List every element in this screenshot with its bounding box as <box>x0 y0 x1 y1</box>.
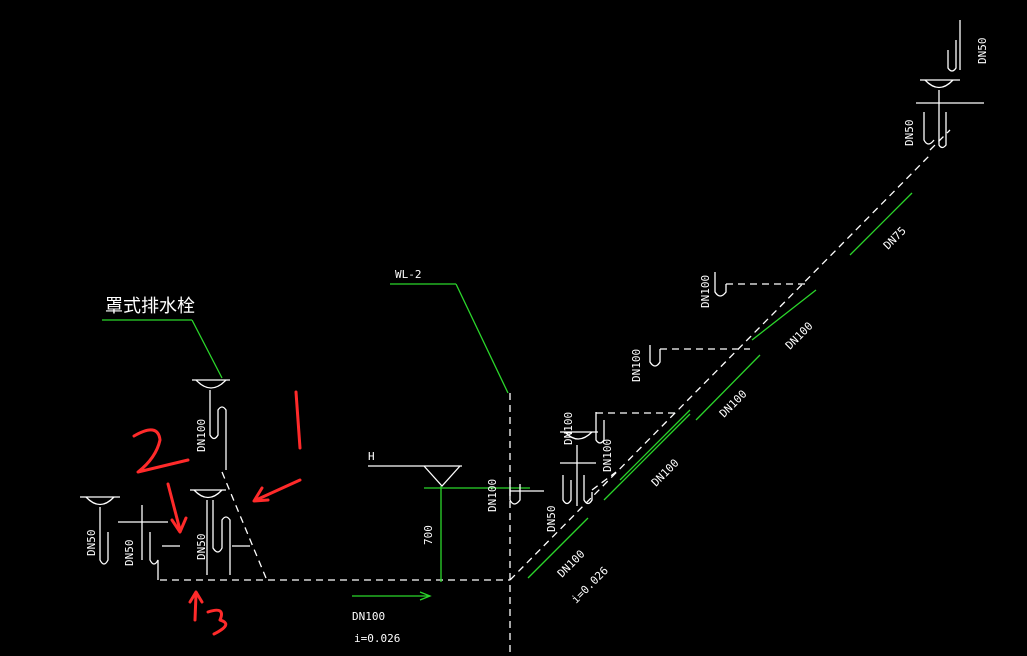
pipe-label: DN100 <box>555 548 588 581</box>
markup-1 <box>252 390 302 503</box>
riser-label: WL-2 <box>395 268 422 281</box>
markup-3-label: 3 <box>0 0 1 1</box>
main-diagonal-pipe <box>509 154 931 581</box>
pipe-label: DN50 <box>903 120 916 147</box>
floor-drain-fixture-top <box>192 379 230 470</box>
pipe-label: DN100 <box>699 275 712 308</box>
trap-fixture-riser <box>509 480 544 505</box>
leader-riser <box>390 283 509 394</box>
markup-3 <box>188 590 228 636</box>
slope-label: i=0.026 <box>354 632 400 645</box>
pipe-label: DN100 <box>486 479 499 512</box>
pipe-label: DN50 <box>85 530 98 557</box>
pipe-label: DN100 <box>562 412 575 445</box>
level-label: H <box>368 450 375 463</box>
pipe-label: DN50 <box>195 534 208 561</box>
branch-fixture-lower <box>560 412 680 506</box>
slope-label: i=0.026 <box>569 564 611 606</box>
title-label: 罩式排水栓 <box>105 296 195 317</box>
markup-2 <box>132 428 190 534</box>
main-drain-pipe <box>160 471 510 581</box>
pipe-label: DN50 <box>976 38 989 65</box>
floor-drain-fixture-left <box>80 496 180 580</box>
floor-drain-fixture-top-right <box>916 20 984 151</box>
flow-arrows <box>352 192 913 601</box>
floor-drain-fixture-mid <box>190 489 250 575</box>
leader-title <box>102 319 223 379</box>
pipe-label: DN100 <box>649 457 682 490</box>
branch-fixture-1 <box>714 272 810 297</box>
markup-2-label: 2 <box>0 0 1 1</box>
pipe-label: DN100 <box>601 439 614 472</box>
level-marker <box>368 465 530 582</box>
markup-1-label: 1 <box>0 0 1 1</box>
pipe-label: DN100 <box>195 419 208 452</box>
pipe-label: DN75 <box>881 224 909 252</box>
pipe-label: DN100 <box>717 388 750 421</box>
pipe-label: DN100 <box>630 349 643 382</box>
branch-fixture-2 <box>649 345 750 367</box>
height-label: 700 <box>422 525 435 545</box>
pipe-label: DN100 <box>352 610 385 623</box>
pipe-label: DN100 <box>783 320 816 353</box>
pipe-label: DN50 <box>545 506 558 533</box>
pipe-label: DN50 <box>123 540 136 567</box>
